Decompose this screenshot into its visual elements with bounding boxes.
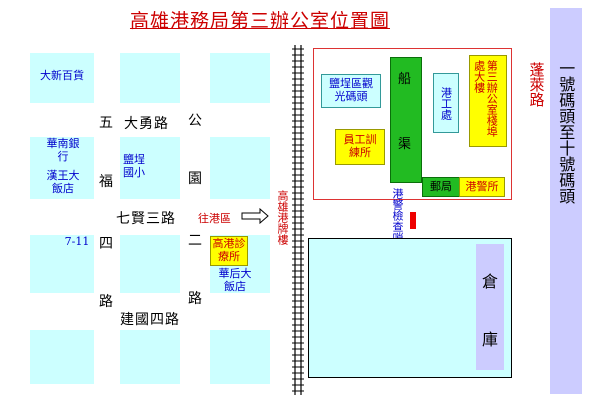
label-port-police: 港警所 [465, 179, 499, 193]
road-yuan: 園 [188, 171, 202, 187]
city-block [120, 137, 180, 199]
city-block [120, 330, 180, 384]
road-er: 二 [188, 233, 202, 249]
city-block [210, 53, 270, 103]
road-penglai: 蓬萊路 [527, 62, 546, 107]
label-dept-store: 大新百貨 [40, 69, 84, 82]
staff-training-box: 員工訓練所 [335, 129, 385, 165]
label-yancheng-school: 鹽埕國小 [123, 153, 145, 179]
label-warehouse-top: 倉 [482, 272, 499, 291]
city-block [210, 137, 270, 199]
city-block [30, 330, 94, 384]
label-piers: 一號碼頭至十號碼頭 [556, 60, 576, 204]
label-port-works: 港工處 [439, 86, 453, 120]
label-staff-training: 員工訓練所 [343, 133, 377, 159]
port-compound [313, 48, 512, 200]
map-title: 高雄港務局第三辦公室位置圖 [129, 10, 390, 32]
label-third-office: 第三辦公室棧埠處大樓 [472, 60, 499, 137]
road-dayong: 大勇路 [124, 116, 169, 132]
label-port-clinic: 高港診療所 [212, 237, 246, 263]
railway-track [292, 45, 304, 395]
checkpoint-marker [410, 212, 416, 229]
warehouse-box [476, 244, 504, 370]
road-wufu-top: 五 [99, 115, 113, 131]
city-block [120, 235, 180, 293]
city-block [120, 53, 180, 103]
road-lu: 路 [188, 291, 202, 307]
city-block [210, 330, 270, 384]
port-clinic-box: 高港診療所 [210, 236, 248, 266]
city-block [30, 53, 94, 103]
right-arrow-icon [241, 208, 269, 224]
road-siwei-bottom: 路 [99, 294, 113, 310]
third-office-box [469, 55, 507, 147]
label-ship-channel-top: 船 [398, 72, 412, 87]
label-yancheng-pier: 鹽埕區觀光碼頭 [329, 77, 373, 103]
post-office-box: 郵局 [422, 177, 460, 197]
label-huahou-hotel: 華后大飯店 [218, 267, 252, 293]
label-post-office: 郵局 [430, 179, 452, 193]
road-qixian: 七賢三路 [116, 211, 176, 227]
pier-strip [550, 8, 582, 394]
label-harbor-tower: 高雄港牌樓 [276, 190, 289, 245]
port-works-box: 港工處 [433, 73, 459, 133]
city-block [30, 137, 94, 199]
yancheng-pier-box: 鹽埕區觀光碼頭 [321, 74, 381, 108]
city-block [30, 235, 94, 293]
label-seven-eleven: 7-11 [64, 235, 90, 248]
label-huanan-bank: 華南銀行 [46, 137, 80, 163]
road-siwei-top: 四 [99, 236, 113, 252]
ship-channel [390, 57, 422, 183]
label-to-port: 往港區 [198, 212, 231, 225]
label-hanwang-hotel: 漢王大飯店 [46, 169, 80, 195]
port-police-box: 港警所 [459, 177, 505, 197]
road-wufu-bottom: 福 [99, 174, 113, 190]
label-ship-channel-bottom: 渠 [398, 137, 412, 152]
label-warehouse-bottom: 庫 [482, 330, 499, 349]
road-jianguo: 建國四路 [120, 312, 180, 328]
road-gong: 公 [188, 113, 202, 129]
label-police-checkpoint: 港警檢查哨 [391, 188, 404, 243]
